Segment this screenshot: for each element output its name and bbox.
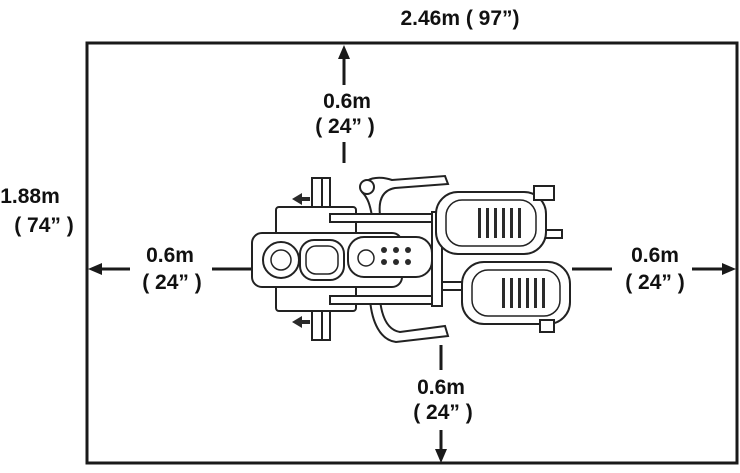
left-clearance-arrow	[88, 263, 252, 275]
right-clearance-imperial: ( 24” )	[625, 271, 685, 294]
bottom-clearance-imperial: ( 24” )	[413, 401, 473, 424]
bottom-clearance-arrow	[435, 345, 447, 463]
overall-width-label: 2.46m ( 97”)	[400, 7, 519, 30]
right-clearance-metric: 0.6m	[631, 244, 679, 267]
overall-depth-imperial: ( 74” )	[14, 214, 74, 237]
clearance-boundary	[85, 41, 739, 465]
bottom-clearance-metric: 0.6m	[417, 376, 465, 399]
top-clearance-metric: 0.6m	[323, 90, 371, 113]
equipment-top-view	[251, 174, 571, 344]
right-clearance-arrow	[572, 263, 736, 275]
left-clearance-metric: 0.6m	[146, 244, 194, 267]
top-clearance-arrow	[338, 45, 350, 163]
left-clearance-imperial: ( 24” )	[142, 271, 202, 294]
top-clearance-imperial: ( 24” )	[315, 115, 375, 138]
overall-depth-metric: 1.88m	[0, 185, 60, 208]
